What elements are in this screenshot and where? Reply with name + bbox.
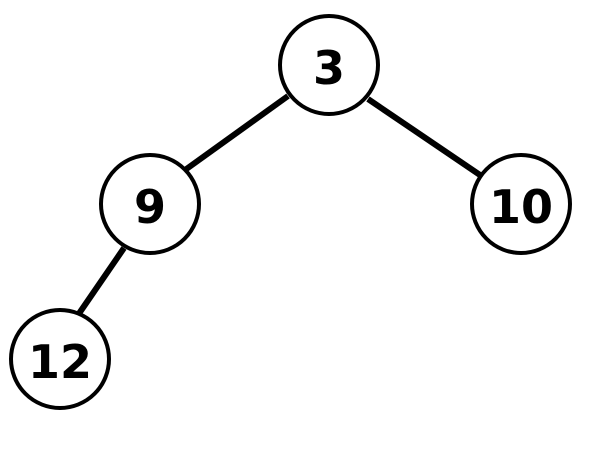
node-label-9: 9	[134, 180, 166, 234]
tree-node-root: 3	[278, 14, 380, 116]
edge-root-to-10	[366, 96, 482, 178]
node-circle-root	[278, 14, 380, 116]
tree-edges	[75, 93, 482, 317]
node-label-10: 10	[489, 180, 553, 234]
tree-node-left-child: 9	[99, 153, 201, 255]
node-label-root: 3	[313, 41, 345, 95]
tree-node-right-child: 10	[470, 153, 572, 255]
node-circle-9	[99, 153, 201, 255]
edge-root-to-9	[183, 93, 290, 173]
node-label-12: 12	[28, 335, 92, 389]
node-circle-12	[9, 308, 111, 410]
tree-node-left-left-grandchild: 12	[9, 308, 111, 410]
edge-9-to-12	[75, 246, 127, 317]
node-circle-10	[470, 153, 572, 255]
